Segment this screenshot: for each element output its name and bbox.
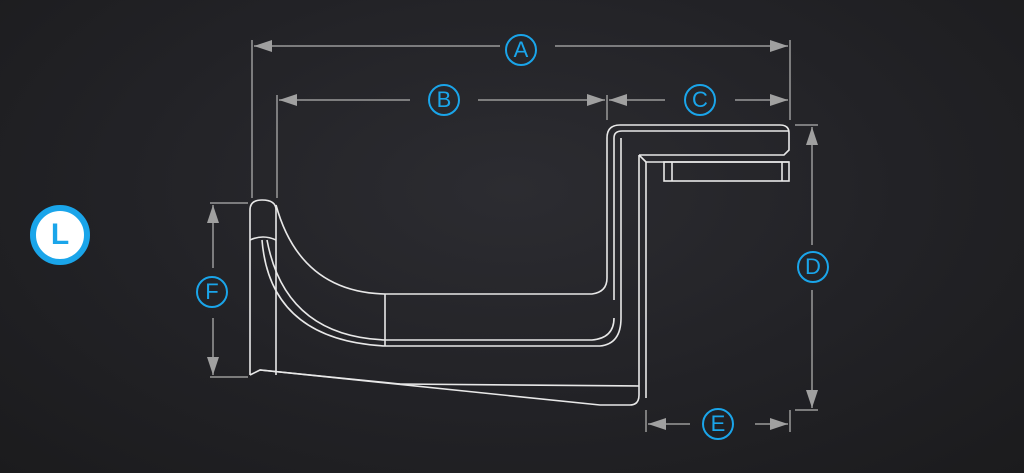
dimension-label-c: C (684, 84, 716, 116)
hook-outline (249, 124, 790, 406)
badge-letter: L (50, 218, 70, 251)
dimension-lines (207, 40, 818, 432)
dimension-label-d: D (797, 251, 829, 283)
dimension-label-f: F (196, 276, 228, 308)
dimension-label-a: A (505, 34, 537, 66)
dimension-label-e: E (702, 408, 734, 440)
size-badge: L (30, 205, 90, 265)
dimension-label-b: B (428, 84, 460, 116)
